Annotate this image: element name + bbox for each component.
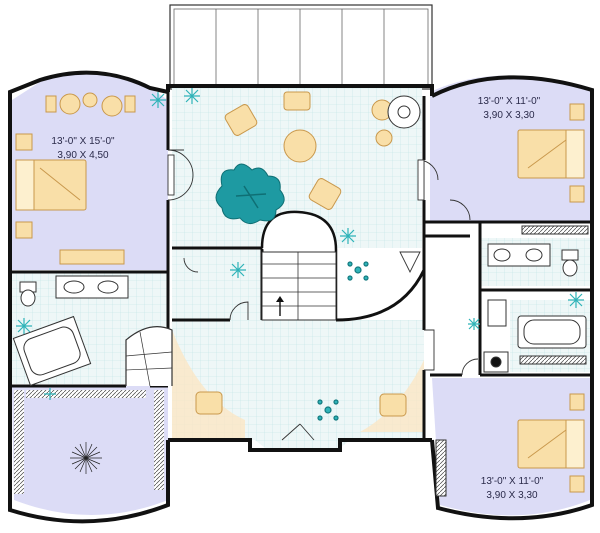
bedroom-top-right-furniture <box>517 103 589 235</box>
balcony <box>169 4 433 90</box>
nightstand <box>15 133 33 151</box>
plant-icon <box>340 228 356 244</box>
bedroom-bottom-right-furniture <box>435 393 585 497</box>
nightstand <box>569 185 585 203</box>
closet-top <box>26 390 146 398</box>
room-labels: 13'-0" X 15'-0" 3,90 X 4,50 13'-0" X 11'… <box>51 96 543 501</box>
plant-icon <box>324 406 332 414</box>
plant-icon <box>16 318 32 334</box>
right-bath-fixtures <box>483 243 587 373</box>
plant-icon <box>44 388 56 400</box>
closet <box>521 225 589 235</box>
door <box>167 154 175 196</box>
bedroom-bottom-right-floor <box>432 378 590 516</box>
hall-floor <box>172 248 262 320</box>
nightstand <box>15 221 33 239</box>
master-bedroom-floor <box>12 72 168 270</box>
armchair <box>224 104 258 136</box>
curved-landing-wall <box>335 269 426 322</box>
nightstand <box>569 103 585 121</box>
dressing-room-floor <box>12 386 168 515</box>
plant-icon <box>354 266 362 274</box>
sink <box>525 248 543 262</box>
nightstand <box>569 393 585 411</box>
door <box>399 251 421 274</box>
nightstand <box>569 475 585 493</box>
round-chair <box>375 129 393 147</box>
plant-icon <box>568 292 584 308</box>
door <box>281 423 315 441</box>
plant-icon <box>230 262 246 278</box>
sink <box>63 280 85 294</box>
closet <box>487 299 507 327</box>
landing-sun-area <box>172 330 245 440</box>
door <box>167 149 194 201</box>
door <box>229 301 249 321</box>
spiral-stair <box>125 326 173 386</box>
landing-furniture <box>195 391 407 417</box>
master-bedroom-dim-imperial: 13'-0" X 15'-0" <box>51 136 115 147</box>
staircase <box>125 210 426 387</box>
armchair <box>101 95 123 117</box>
potted-plants-dark <box>317 261 369 421</box>
closet <box>14 390 24 494</box>
floor-fills <box>12 72 590 516</box>
master-bath-fixtures <box>12 275 129 387</box>
dresser <box>59 249 125 265</box>
toilet <box>561 249 579 261</box>
plant-icon <box>150 92 166 108</box>
closet <box>154 390 164 490</box>
bedroom-bottom-right-dim-metric: 3,90 X 3,30 <box>486 490 538 501</box>
landing-sun-area-right <box>360 360 424 432</box>
armchair <box>59 93 81 115</box>
armchair <box>379 393 407 417</box>
closet <box>435 439 447 497</box>
area-rug <box>215 163 285 224</box>
coffee-table <box>283 129 317 163</box>
exterior-walls <box>8 70 594 524</box>
closet <box>519 355 587 365</box>
bedroom-top-right-dim-metric: 3,90 X 3,30 <box>483 110 535 121</box>
bedroom-bottom-right-dim-imperial: 13'-0" X 11'-0" <box>481 476 544 487</box>
door <box>461 358 479 376</box>
master-bedroom-furniture <box>15 92 136 265</box>
doors <box>167 149 479 441</box>
door <box>424 329 435 371</box>
bedroom-top-right-floor <box>430 75 590 222</box>
door <box>183 257 199 273</box>
door <box>449 199 471 221</box>
plant-icon <box>184 88 200 104</box>
sitting-room-furniture <box>224 91 421 210</box>
plants <box>16 88 584 400</box>
plant-icon <box>468 318 480 330</box>
bedroom-top-right-dim-imperial: 13'-0" X 11'-0" <box>478 96 541 107</box>
round-table <box>82 92 98 108</box>
armchair <box>308 178 342 210</box>
armchair <box>195 391 223 415</box>
armchair <box>283 91 311 111</box>
sink <box>97 280 119 294</box>
sink <box>493 248 511 262</box>
dressing-room <box>14 390 164 494</box>
master-bedroom-dim-metric: 3,90 X 4,50 <box>57 150 109 161</box>
round-rug-icon <box>70 442 102 474</box>
